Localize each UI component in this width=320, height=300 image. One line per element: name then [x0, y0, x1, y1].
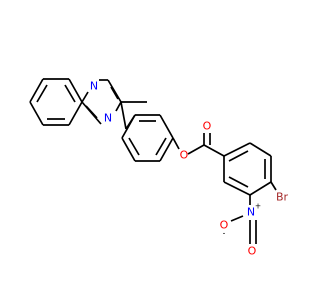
bond [155, 137, 167, 156]
structure-diagram: N N O O Br N + O - O [29, 78, 289, 258]
atom-bromine: Br [276, 191, 289, 204]
atom-ester-oxygen: O [180, 149, 189, 162]
bond [120, 101, 127, 130]
bond [29, 78, 44, 103]
bond [85, 105, 98, 119]
bond [249, 181, 272, 196]
atom-labels: N N O O Br N + O - O [90, 80, 289, 258]
bond [228, 176, 249, 188]
atom-nitro-nitrogen: N [247, 206, 255, 219]
bond [81, 91, 89, 103]
bond [172, 137, 180, 150]
atom-nitro-oxygen: O [248, 245, 257, 258]
bond [115, 101, 122, 112]
bond [228, 150, 249, 162]
bond [159, 114, 174, 139]
bond [121, 114, 136, 139]
bond [36, 84, 48, 103]
bond [107, 79, 122, 103]
bond [223, 181, 251, 196]
charge-minus: - [223, 229, 226, 238]
bond [203, 144, 225, 157]
atom-nitro-oxygen-minus: O [220, 219, 229, 232]
bond [110, 86, 119, 100]
bond [128, 137, 140, 156]
bond [187, 144, 205, 155]
molecule-drawing: N N O O Br N + O - O [29, 78, 289, 258]
bond [121, 137, 136, 162]
bonds [29, 78, 277, 244]
bond [223, 142, 251, 157]
bond [249, 142, 272, 157]
charge-plus: + [255, 202, 261, 211]
bond [64, 84, 76, 103]
bond [29, 101, 44, 126]
bond [68, 78, 83, 103]
bond [270, 181, 277, 191]
bond [68, 101, 83, 126]
atom-n2: N [104, 112, 112, 125]
atom-n1: N [90, 80, 98, 93]
bond [230, 215, 244, 222]
atom-carbonyl-oxygen: O [203, 120, 212, 133]
bond [159, 137, 174, 162]
